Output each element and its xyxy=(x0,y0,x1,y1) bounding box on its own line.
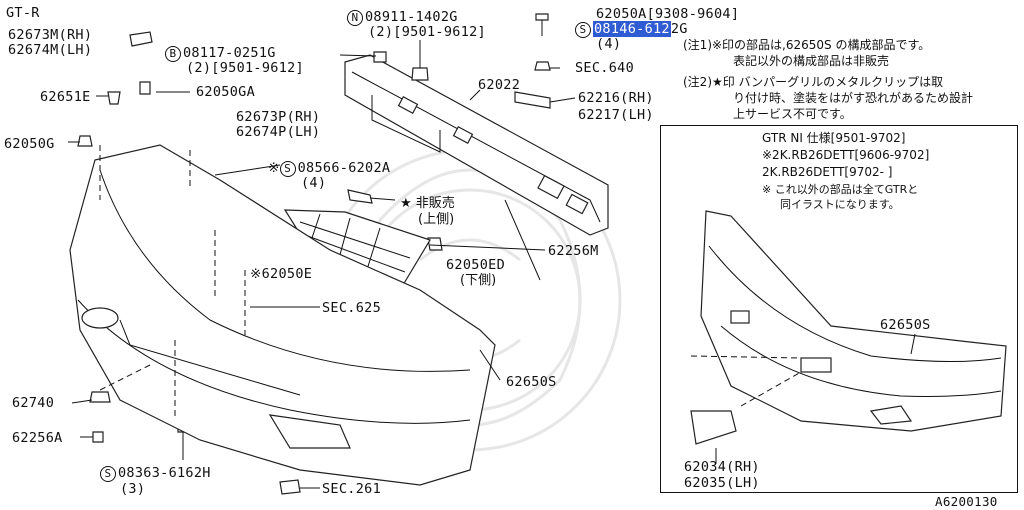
inset-header-3: 2K.RB26DETT[9702- ] xyxy=(762,165,893,179)
b-circle-icon: B xyxy=(165,46,181,62)
note-1-line-2: 表記以外の構成部品は非販売 xyxy=(733,54,890,68)
note-2-line-3: 上サービス不可です。 xyxy=(733,107,852,121)
label-62050ga: 62050GA xyxy=(196,84,255,100)
diagram-title: GT-R xyxy=(6,5,40,21)
reinforcement-beam xyxy=(344,54,609,236)
label-62674m: 62674M(LH) xyxy=(8,42,93,58)
label-08566-qty: (4) xyxy=(301,175,327,191)
highlighted-part-number[interactable]: 08146-612 xyxy=(593,21,671,37)
star-icon: ★ xyxy=(400,196,412,211)
label-62256m: 62256M xyxy=(548,243,599,259)
label-not-sold: ★ 非販売 xyxy=(400,196,455,211)
inset-header-2: ※2K.RB26DETT[9606-9702] xyxy=(762,148,930,162)
inset-label-62035: 62035(LH) xyxy=(684,475,760,491)
s-circle-icon: S xyxy=(575,22,591,38)
leader-lines xyxy=(68,40,576,489)
label-62740: 62740 xyxy=(12,395,55,411)
inset-header-1: GTR NI 仕様[9501-9702] xyxy=(762,131,906,145)
label-62050g: 62050G xyxy=(4,136,55,152)
label-upper: (上側) xyxy=(418,212,455,227)
label-62050ed: 62050ED xyxy=(446,257,505,273)
inset-label-62650s: 62650S xyxy=(880,317,931,333)
hardware xyxy=(77,13,551,495)
label-08117-qty: (2)[9501-9612] xyxy=(186,60,304,76)
label-lower: (下側) xyxy=(460,273,497,288)
note-mark-icon: ※ xyxy=(268,160,280,176)
s-circle-icon: S xyxy=(279,161,296,177)
label-62050e: ※62050E xyxy=(250,266,313,282)
label-08146-qty: (4) xyxy=(596,36,622,52)
note-2-line-1: (注2)★印 バンパーグリルのメタルクリップは取 xyxy=(683,75,944,89)
label-sec640: SEC.640 xyxy=(575,60,634,76)
inset-header-4: ※ これ以外の部品は全てGTRと xyxy=(762,183,919,196)
label-62650s: 62650S xyxy=(506,374,557,390)
label-08363-qty: (3) xyxy=(120,481,146,497)
figure-code: A6200130 xyxy=(935,494,998,509)
inset-panel xyxy=(660,125,1018,493)
note-mark-icon: ※ xyxy=(250,266,262,282)
front-bumper xyxy=(69,144,496,486)
n-circle-icon: N xyxy=(347,10,363,26)
note-1-line-1: (注1)※印の部品は,62650S の構成部品です。 xyxy=(683,38,931,52)
label-08911-qty: (2)[9501-9612] xyxy=(368,24,486,40)
inset-header-5: 同イラストになります。 xyxy=(780,198,900,211)
label-62673p: 62673P(RH) xyxy=(236,109,321,125)
label-sec261: SEC.261 xyxy=(322,481,381,497)
label-62256a: 62256A xyxy=(12,430,63,446)
inset-label-62034: 62034(RH) xyxy=(684,459,760,475)
label-62651e: 62651E xyxy=(40,89,91,105)
s-circle-icon: S xyxy=(100,466,116,482)
label-62673m: 62673M(RH) xyxy=(8,27,93,43)
note-2-line-2: り付け時、塗装をはがす恐れがあるため設計 xyxy=(733,91,974,105)
label-62217: 62217(LH) xyxy=(578,107,654,123)
label-62216: 62216(RH) xyxy=(578,90,654,106)
label-62050a: 62050A[9308-9604] xyxy=(596,6,740,22)
label-62022: 62022 xyxy=(478,77,521,93)
label-62674p: 62674P(LH) xyxy=(236,124,321,140)
inset-bumper-drawing xyxy=(690,210,1007,464)
label-sec625: SEC.625 xyxy=(322,300,381,316)
